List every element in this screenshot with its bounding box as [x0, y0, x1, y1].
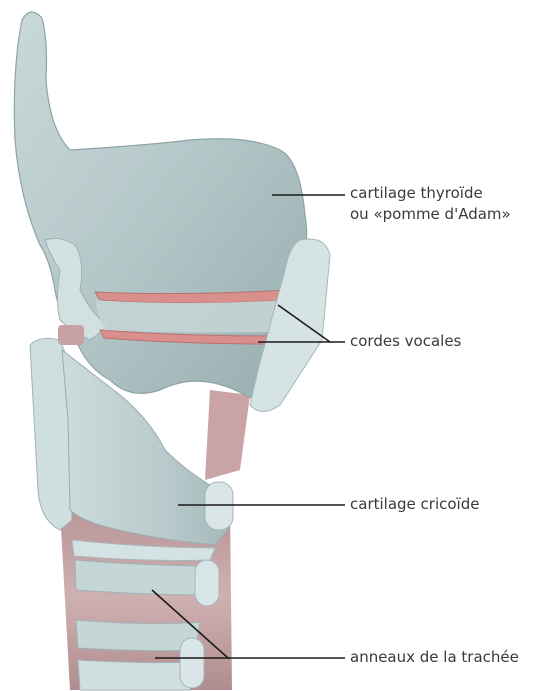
vocal-cords — [95, 290, 290, 344]
thyroid-label-line1: cartilage thyroïde — [350, 183, 483, 204]
vocal-cords-label: cordes vocales — [350, 331, 461, 352]
thyroid-label-line2: ou «pomme d'Adam» — [350, 204, 511, 225]
cricoid-label: cartilage cricoïde — [350, 494, 479, 515]
trachea-rings-label: anneaux de la trachée — [350, 647, 519, 668]
arytenoid-ligament — [58, 325, 84, 345]
